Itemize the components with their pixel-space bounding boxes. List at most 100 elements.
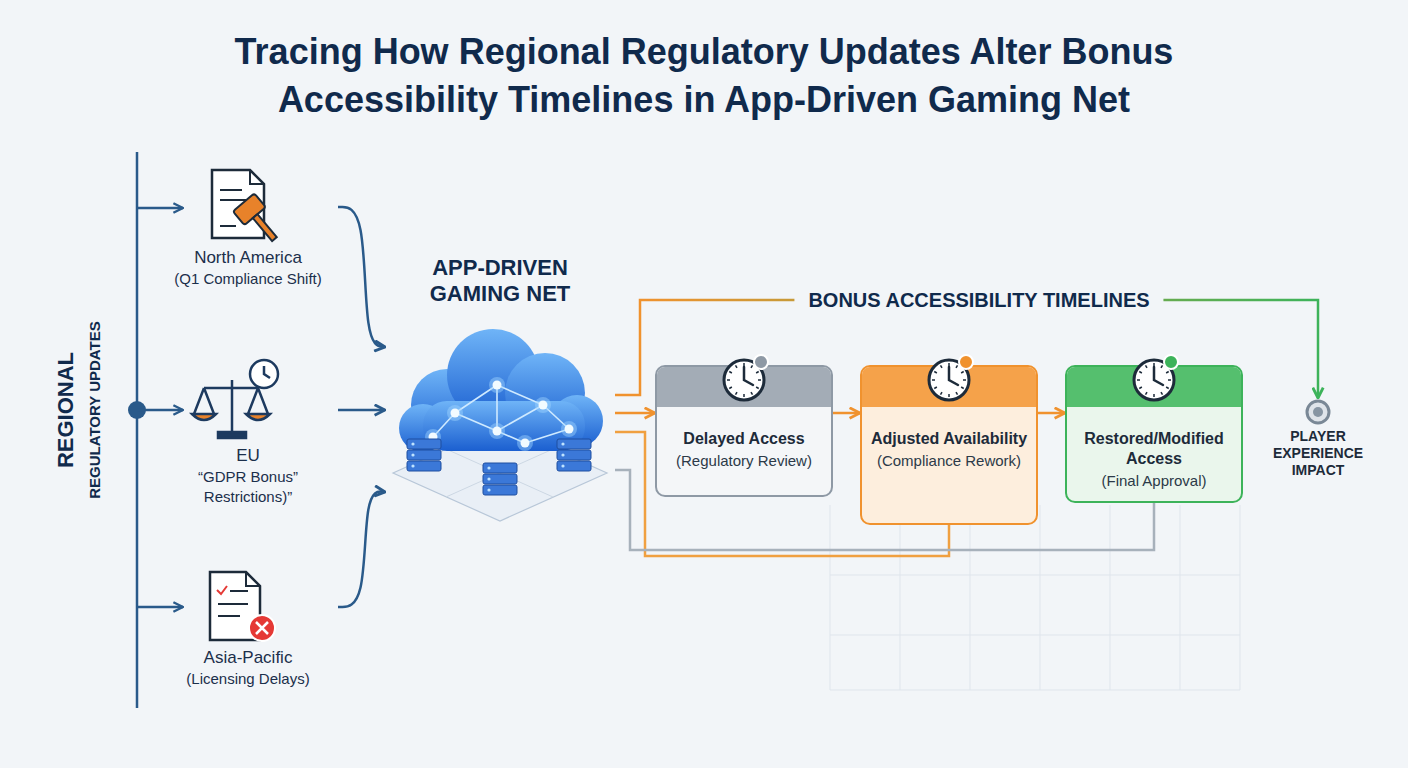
decor-line	[830, 505, 831, 690]
decor-circle	[250, 360, 278, 388]
decor-line	[900, 505, 901, 690]
node-subtitle: “GDPR Bonus” Restrictions)”	[158, 467, 338, 507]
decor-line	[1166, 387, 1169, 389]
decor-rect	[218, 432, 246, 438]
side-heading: REGULATORY UPDATES	[86, 321, 103, 499]
decor-rect	[407, 450, 441, 460]
regional-trunk	[128, 152, 183, 708]
decor-line	[1161, 392, 1163, 395]
decor-line	[941, 365, 943, 368]
decor-g	[233, 193, 285, 248]
decor-path	[194, 388, 268, 414]
decor-line	[230, 590, 248, 592]
decor-path	[250, 170, 264, 184]
decor-line	[1110, 505, 1111, 690]
endpoint-dot	[1304, 398, 1332, 426]
clock-icon	[923, 353, 975, 405]
decor-rect	[483, 485, 517, 495]
clock-icon	[1128, 353, 1180, 405]
decor-line	[1161, 365, 1163, 368]
decor-circle	[1313, 407, 1323, 417]
decor-line	[204, 387, 258, 390]
decor-circle	[561, 453, 564, 456]
node-subtitle: (Final Approval)	[1073, 471, 1235, 491]
diagram-title: Tracing How Regional Regulatory Updates …	[0, 28, 1408, 124]
decor-line	[137, 207, 183, 210]
decor-line	[220, 199, 246, 201]
decor-line	[1153, 394, 1155, 397]
decor-circle	[487, 477, 490, 480]
decor-circle	[561, 442, 564, 445]
decor-circle	[249, 615, 275, 641]
decor-line	[756, 372, 759, 374]
decor-line	[830, 635, 1240, 636]
node-title: EU	[158, 445, 338, 467]
flow-connector	[615, 412, 655, 415]
stage-box: Restored/Modified Access(Final Approval)	[1065, 365, 1243, 503]
decor-circle	[489, 423, 505, 439]
cloud-network-illustration	[385, 313, 615, 528]
decor-line	[1137, 379, 1140, 381]
decor-rect	[557, 461, 591, 471]
decor-line	[830, 575, 1240, 576]
decor-circle	[487, 488, 490, 491]
node-subtitle: (Regulatory Review)	[663, 451, 825, 471]
decor-line	[1139, 372, 1142, 374]
decor-line	[932, 379, 935, 381]
decor-circle	[521, 439, 530, 448]
decor-circle	[411, 453, 414, 456]
decor-path	[744, 367, 753, 385]
background-grid	[830, 505, 1240, 690]
decor-path	[256, 622, 268, 634]
side-heading: REGIONAL	[53, 352, 79, 468]
flow-connector	[833, 412, 860, 415]
decor-circle	[561, 421, 577, 437]
decor-line	[1166, 372, 1169, 374]
decor-line	[1040, 505, 1041, 690]
node-subtitle: (Q1 Compliance Shift)	[158, 269, 338, 289]
scale-clock-icon	[192, 360, 278, 438]
flow-connector	[1038, 412, 1065, 415]
decor-g	[399, 329, 603, 452]
connector-label: BONUS ACCESSIBILITY TIMELINES	[794, 287, 1163, 313]
decor-rect	[557, 439, 591, 449]
decor-line	[941, 392, 943, 395]
decor-line	[963, 379, 966, 381]
gavel-document-icon	[212, 170, 285, 248]
decor-line	[136, 152, 139, 708]
decor-line	[736, 392, 738, 395]
decor-line	[948, 394, 950, 397]
stage-box: Adjusted Availability(Compliance Rework)	[860, 365, 1038, 525]
decor-path	[446, 449, 553, 497]
decor-rect	[483, 474, 517, 484]
stage-box: Delayed Access(Regulatory Review)	[655, 365, 833, 497]
decor-line	[729, 372, 732, 374]
decor-line	[961, 387, 964, 389]
decor-circle	[411, 464, 414, 467]
node-subtitle: (Compliance Rework)	[868, 451, 1030, 471]
node-title: Delayed Access	[663, 429, 825, 449]
decor-rect	[253, 214, 277, 241]
node-title: APP-DRIVEN GAMING NET	[415, 255, 585, 307]
decor-circle	[487, 466, 490, 469]
decor-line	[743, 394, 745, 397]
decor-circle	[959, 355, 973, 369]
node-title: North America	[158, 247, 338, 269]
decor-line	[934, 372, 937, 374]
decor-path	[217, 586, 227, 594]
decor-circle	[561, 464, 564, 467]
denied-document-icon	[210, 572, 275, 641]
decor-line	[970, 505, 971, 690]
decor-circle	[1164, 355, 1178, 369]
region-node: EU“GDPR Bonus” Restrictions)”	[158, 365, 338, 515]
decor-line	[961, 372, 964, 374]
decor-path	[192, 414, 216, 420]
node-subtitle: (Licensing Delays)	[158, 669, 338, 689]
flow-connector	[338, 207, 385, 347]
decor-line	[1139, 387, 1142, 389]
flow-connector	[338, 409, 385, 412]
region-node: Asia-Pacific(Licensing Delays)	[158, 565, 338, 695]
decor-line	[736, 365, 738, 368]
decor-line	[830, 690, 1240, 691]
